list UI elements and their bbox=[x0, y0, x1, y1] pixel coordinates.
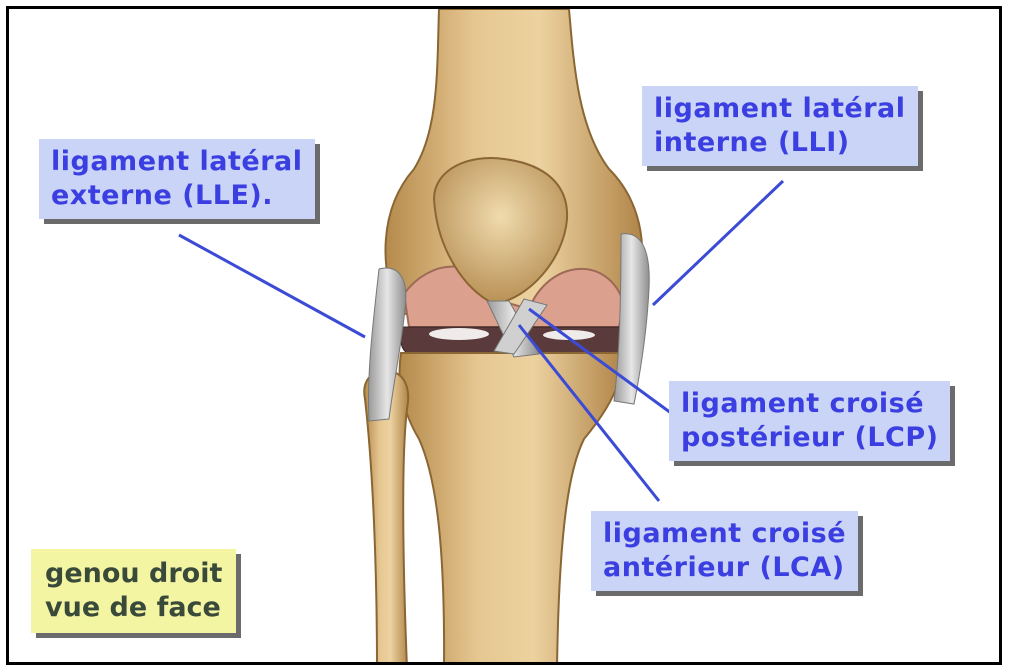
label-lli-line1: ligament latéral bbox=[654, 92, 906, 126]
label-lca-line2: antérieur (LCA) bbox=[603, 551, 846, 585]
label-lca-line1: ligament croisé bbox=[603, 517, 846, 551]
label-lcp: ligament croisé postérieur (LCP) bbox=[669, 381, 950, 461]
caption-box: genou droit vue de face bbox=[31, 549, 236, 633]
caption-line1: genou droit bbox=[45, 557, 222, 591]
tibia bbox=[400, 353, 624, 665]
caption-line2: vue de face bbox=[45, 591, 222, 625]
label-lcp-line1: ligament croisé bbox=[681, 387, 938, 421]
label-lle-line2: externe (LLE). bbox=[51, 179, 303, 213]
label-lli-line2: interne (LLI) bbox=[654, 126, 906, 160]
label-lle-line1: ligament latéral bbox=[51, 145, 303, 179]
label-lcp-line2: postérieur (LCP) bbox=[681, 421, 938, 455]
label-lca: ligament croisé antérieur (LCA) bbox=[591, 511, 858, 591]
leader-line-lli bbox=[653, 181, 783, 305]
label-lli: ligament latéral interne (LLI) bbox=[642, 86, 918, 166]
diagram-frame: ligament latéral externe (LLE). ligament… bbox=[6, 6, 1002, 665]
label-lle: ligament latéral externe (LLE). bbox=[39, 139, 315, 219]
leader-line-lle bbox=[179, 235, 365, 337]
